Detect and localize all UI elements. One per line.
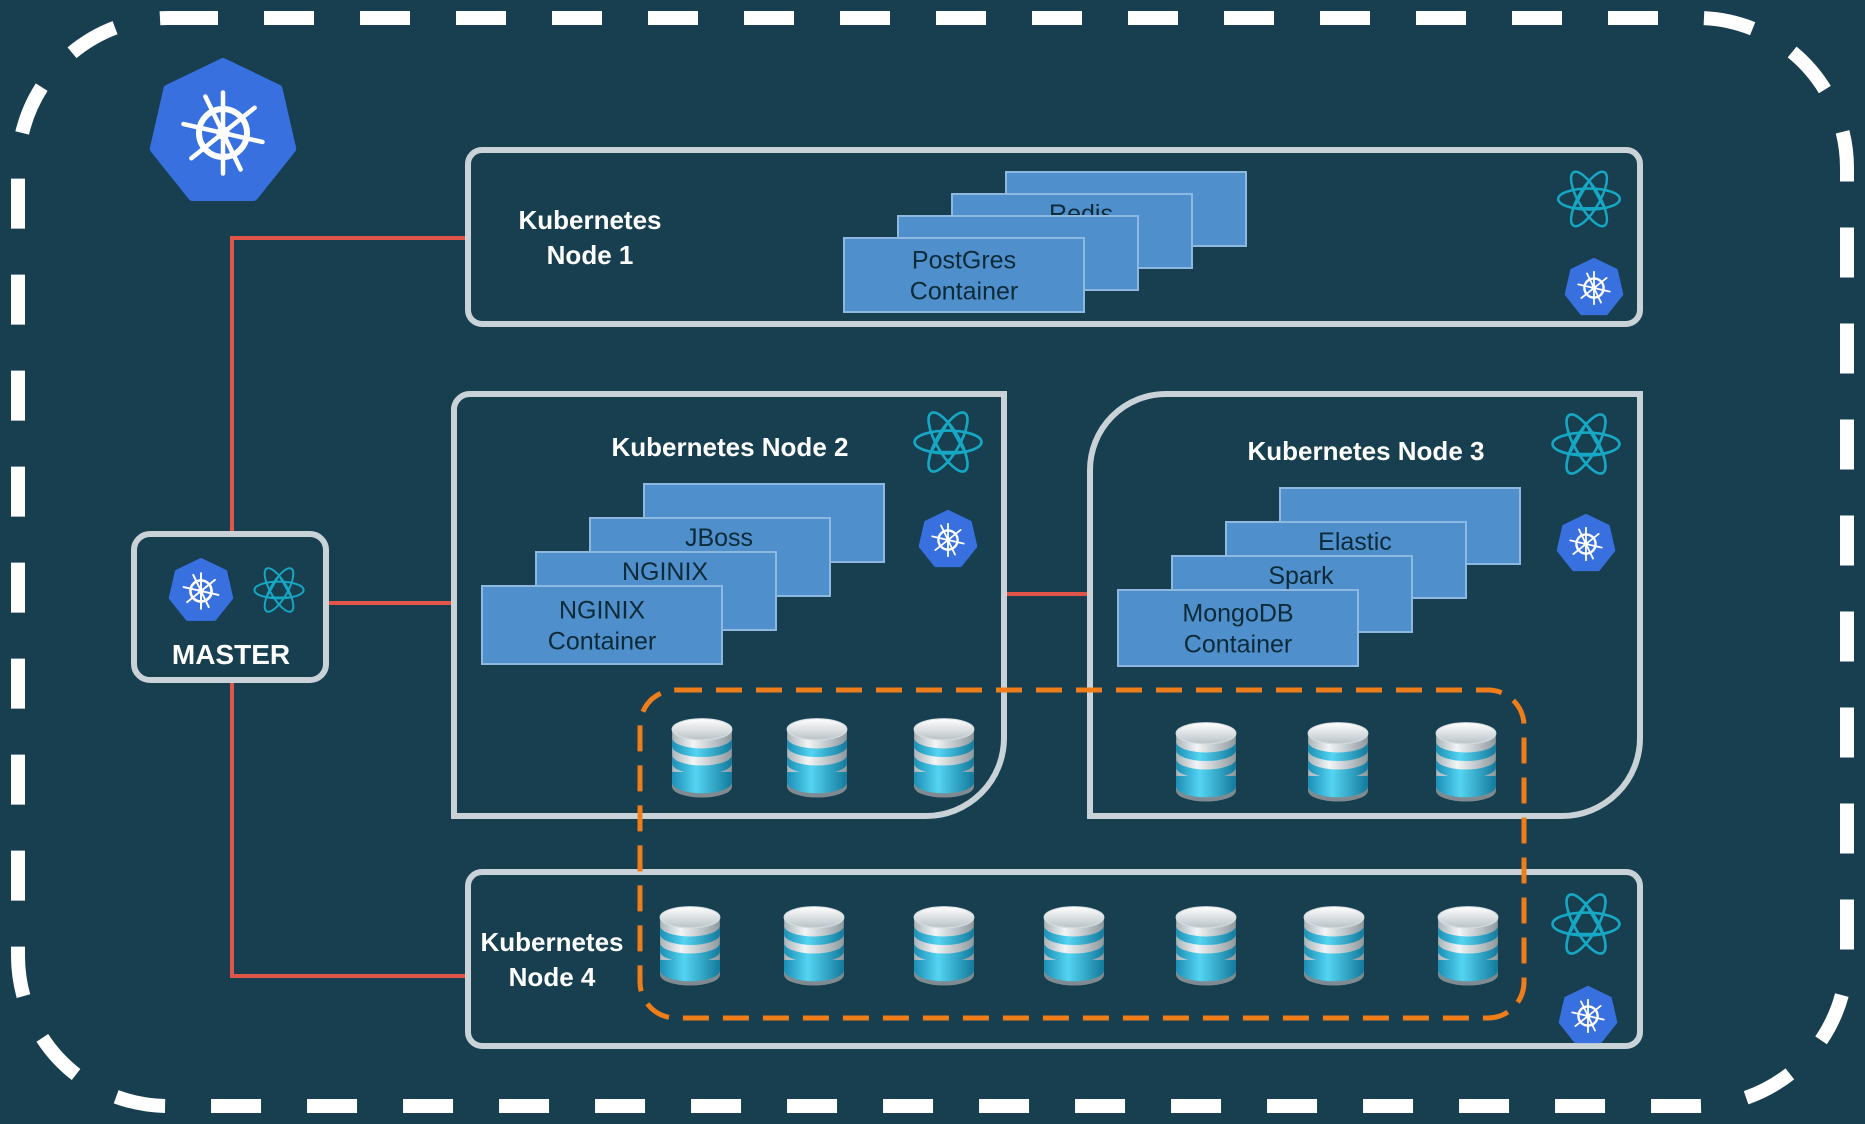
database-icon (1043, 906, 1105, 987)
container-label: Spark (1268, 562, 1334, 590)
database-icon (783, 906, 845, 987)
link-master-node-4 (230, 680, 468, 978)
container-card[interactable] (481, 585, 723, 665)
node-4-title-line-2: Node 4 (509, 962, 596, 992)
persistent-storage-pool (637, 687, 1527, 1021)
container-label: JBoss (685, 524, 753, 552)
node-2-title: Kubernetes Node 2 (612, 432, 849, 462)
database-icon (1303, 906, 1365, 987)
database-icon (1435, 722, 1497, 803)
master-links (230, 236, 1090, 978)
container-card[interactable] (1117, 589, 1359, 667)
link-master-node-1 (230, 236, 468, 534)
database-icon (913, 906, 975, 987)
node-1-title-line-2: Node 1 (547, 240, 634, 270)
kubernetes-icon (1561, 988, 1616, 1042)
kubernetes-logo-icon (154, 63, 291, 197)
master-node[interactable]: MASTER (131, 531, 329, 683)
database-icon (1307, 722, 1369, 803)
node-3-title: Kubernetes Node 3 (1248, 436, 1485, 466)
database-icon (659, 906, 721, 987)
node-4-title-line-1: Kubernetes (480, 927, 623, 957)
database-icon (1175, 722, 1237, 803)
kubernetes-icon (921, 512, 976, 566)
kubernetes-icon (171, 560, 231, 619)
master-label: MASTER (172, 639, 290, 670)
database-icon (1175, 906, 1237, 987)
database-icon (671, 718, 733, 799)
node-1-title-line-1: Kubernetes (518, 205, 661, 235)
database-icon (913, 718, 975, 799)
kubernetes-icon (1559, 516, 1614, 570)
kubernetes-icon (1567, 260, 1622, 314)
database-icon (786, 718, 848, 799)
database-icon (1437, 906, 1499, 987)
container-label: Elastic (1318, 528, 1392, 556)
container-card[interactable] (843, 237, 1085, 313)
cluster-boundary (11, 11, 1854, 1113)
container-label: NGINIX (622, 558, 708, 586)
